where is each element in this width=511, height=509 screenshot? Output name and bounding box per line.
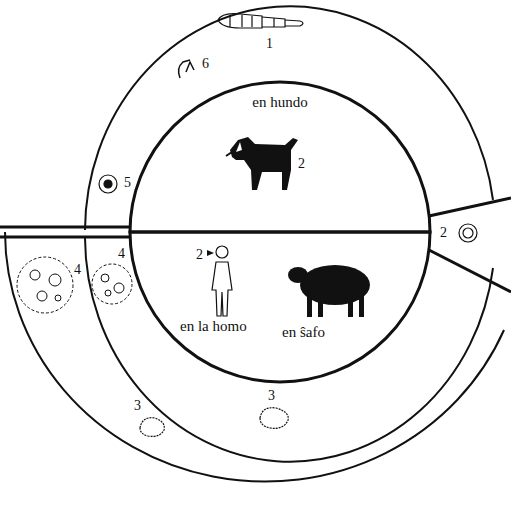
dog-silhouette (230, 137, 298, 190)
ring-divider (429, 198, 511, 216)
callout-number: 1 (266, 36, 273, 51)
callout-number: 2 (298, 156, 305, 171)
host-label: en la homo (180, 318, 247, 335)
cycle-host-region: en hundo (130, 82, 430, 232)
callout-number: 5 (124, 175, 131, 190)
host-label: en hundo (130, 94, 430, 111)
dog-marker (226, 152, 232, 156)
ring-divider (0, 236, 131, 239)
outer-ring (5, 232, 504, 482)
human-outline (212, 246, 232, 316)
outer-ring (85, 238, 493, 462)
callout-number: 4 (118, 246, 125, 261)
adult-worm (218, 14, 303, 28)
outer-ring (85, 6, 493, 230)
callout-number: 6 (202, 56, 209, 71)
callout-number: 4 (74, 262, 81, 277)
ring-divider (0, 226, 131, 229)
callout-number: 3 (268, 388, 275, 403)
hydatid-cyst (99, 175, 117, 193)
callout-number: 3 (134, 398, 141, 413)
scolex (179, 60, 194, 78)
tissue-cyst (17, 257, 132, 313)
cycle-host-region: en la homo en ŝafo (130, 232, 430, 382)
host-label: en ŝafo (282, 324, 325, 341)
arrow-marker (207, 250, 214, 256)
callout-number: 2 (440, 225, 447, 240)
hexacanth-embryo (140, 408, 288, 437)
sheep-silhouette (288, 265, 370, 317)
ring-divider (429, 250, 511, 292)
region-outline (130, 232, 430, 382)
callout-number: 2 (196, 247, 203, 262)
oncosphere-egg (459, 224, 477, 242)
